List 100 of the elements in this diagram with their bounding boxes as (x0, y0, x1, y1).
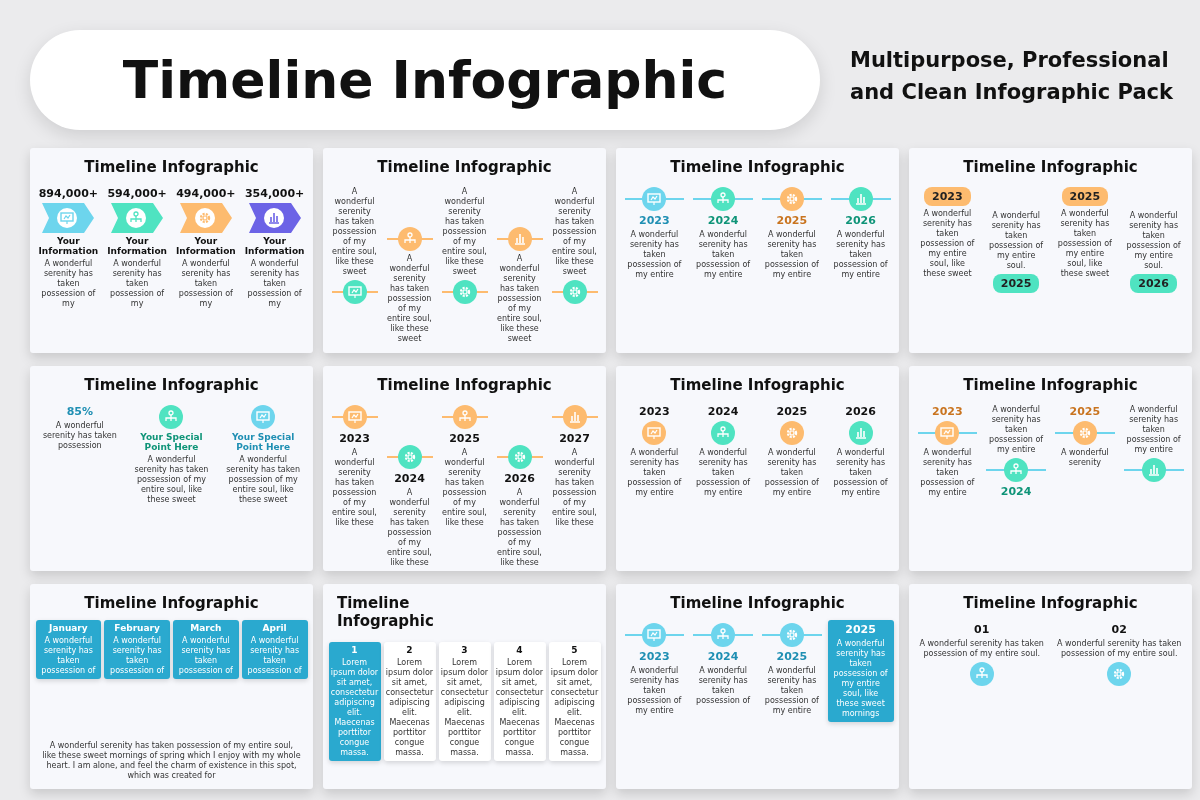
month-label: January (49, 623, 88, 633)
year-label: 2025 (845, 623, 876, 636)
year-label: 2024 (707, 214, 739, 227)
item-text: A wonderful serenity has taken possession (41, 421, 118, 451)
item-text: A wonderful serenity has taken possession of my entire soul. (1056, 639, 1183, 659)
year-label: 2023 (339, 432, 370, 445)
item-text: A wonderful serenity has taken possession of my entire soul. (918, 639, 1045, 659)
item-text: A wonderful serenity has taken possession of my entire (626, 666, 683, 716)
year-label: 2025 (449, 432, 480, 445)
item-text: A wonderful serenity has taken possession of my entire (763, 230, 820, 280)
slide-title: Timeline Infographic (669, 376, 846, 394)
point-heading: Your Special Point Here (230, 432, 296, 452)
step-number: 3 (461, 645, 468, 655)
month-card (241, 620, 308, 679)
month-card (173, 620, 239, 679)
item-text: A wonderful serenity (1059, 448, 1110, 468)
item-text: A wonderful serenity has taken possession of my entire soul. (988, 211, 1045, 271)
month-card (35, 620, 102, 679)
figure-label: 594,000+ (107, 187, 167, 200)
item-text: A wonderful serenity has taken possession of (109, 636, 166, 676)
year-label: 2023 (639, 405, 670, 418)
step-card (548, 642, 601, 761)
month-label: February (114, 623, 160, 633)
year-label: 2023 (639, 650, 670, 663)
item-text: A wonderful serenity has taken possession of (246, 636, 303, 676)
year-label: 2025 (776, 650, 808, 663)
item-text: A wonderful serenity has taken possession of (40, 636, 97, 676)
slide-card (616, 148, 899, 353)
slide-card (909, 366, 1192, 571)
item-text: A wonderful serenity has taken possession of my entire soul, like these sweet (919, 209, 976, 279)
item-text: A wonderful serenity has taken possession of my entire soul, like these sweet (1056, 209, 1113, 279)
item-text: A wonderful serenity has taken possession of my entire soul, like these sweet (133, 455, 210, 505)
item-text: A wonderful serenity has taken possession of my (246, 259, 303, 309)
item-heading: Your Information (38, 236, 99, 256)
item-text: A wonderful serenity has taken possession of my entire (626, 448, 683, 498)
step-number: 4 (516, 645, 523, 655)
slide-title: Timeline Infographic (669, 594, 846, 612)
slide-title: Timeline Infographic (962, 594, 1139, 612)
year-label: 2027 (559, 432, 590, 445)
month-card (104, 620, 170, 679)
item-text: A wonderful serenity has taken possession of my entire soul, like these sweet (225, 455, 302, 505)
item-text: A wonderful serenity has taken possession of my entire (832, 448, 889, 498)
slide-title: Timeline Infographic (337, 594, 435, 630)
item-text: A wonderful serenity has taken possession of my (109, 259, 166, 309)
year-label: 2023 (639, 214, 670, 227)
item-text: A wonderful serenity has taken possession of my (40, 259, 97, 309)
item-text: A wonderful serenity has taken possession of my entire (832, 230, 889, 280)
year-label: 2024 (707, 405, 739, 418)
step-card (383, 642, 436, 761)
slide-card (30, 366, 313, 571)
slide-card (909, 584, 1192, 789)
item-text: A wonderful serenity has taken possession of my entire (919, 448, 976, 498)
year-label: 2024 (707, 650, 739, 663)
item-text: A wonderful serenity has taken possession of my entire soul, like these (441, 448, 488, 528)
step-card (493, 642, 546, 761)
figure-label: 894,000+ (38, 187, 99, 200)
item-text: Lorem ipsum dolor sit amet, consectetur adipiscing elit. Maecenas porttitor congue massa. (550, 658, 599, 758)
item-text: Lorem ipsum dolor sit amet, consectetur adipiscing elit. Maecenas porttitor congue massa. (330, 658, 379, 758)
step-number: 2 (406, 645, 413, 655)
item-text: A wonderful serenity has taken possession of my entire (1125, 405, 1182, 455)
item-text: Lorem ipsum dolor sit amet, consectetur adipiscing elit. Maecenas porttitor congue massa. (495, 658, 544, 758)
year-label: 2025 (776, 214, 808, 227)
year-label: 2025 (1061, 187, 1109, 206)
slide-title: Timeline Infographic (376, 158, 553, 176)
slide-card (323, 584, 606, 789)
item-text: Lorem ipsum dolor sit amet, consectetur adipiscing elit. Maecenas porttitor congue massa. (385, 658, 434, 758)
item-text: A wonderful serenity has taken possession of (177, 636, 234, 676)
slide-title: Timeline Infographic (962, 158, 1139, 176)
step-card (328, 642, 381, 761)
item-text: Lorem ipsum dolor sit amet, consectetur adipiscing elit. Maecenas porttitor congue massa. (440, 658, 489, 758)
title-text: Timeline Infographic (122, 50, 728, 110)
figure-label: 354,000+ (244, 187, 305, 200)
item-text: A wonderful serenity has taken possession of my entire (626, 230, 683, 280)
year-label: 2026 (845, 405, 876, 418)
step-number: 5 (571, 645, 578, 655)
point-heading: Your Special Point Here (139, 432, 204, 452)
year-label: 2026 (845, 214, 876, 227)
month-label: March (190, 623, 222, 633)
item-text: A wonderful serenity has taken possession of my entire (763, 448, 820, 498)
percent-label: 85% (66, 405, 93, 418)
item-text: A wonderful serenity has taken possession of my entire soul, like these sweet (441, 187, 488, 277)
paragraph-text: A wonderful serenity has taken possession of my entire soul, like these sweet mornings of spring which I enjoy with my whole heart. I am alone, and feel the charm of existence in this spot, which was created for (42, 741, 301, 781)
slide-title: Timeline Infographic (962, 376, 1139, 394)
year-label: 2024 (394, 472, 425, 485)
item-text: A wonderful serenity has taken possession of my entire (763, 666, 820, 716)
slide-title: Timeline Infographic (83, 594, 260, 612)
item-text: A wonderful serenity has taken possession of my entire soul, like these sweet (551, 187, 598, 277)
subtitle-text: Multipurpose, Professional and Clean Infographic Pack (850, 47, 1174, 106)
item-text: A wonderful serenity has taken possession of my entire soul, like these sweet (331, 187, 378, 277)
item-text: A wonderful serenity has taken possession of my entire (695, 448, 752, 498)
slide-card (616, 366, 899, 571)
item-text: A wonderful serenity has taken possession of my entire soul, like these sweet mornings (832, 639, 889, 719)
year-label: 2024 (1000, 485, 1032, 498)
year-label: 2025 (776, 405, 808, 418)
item-text: A wonderful serenity has taken possession of my entire (695, 230, 752, 280)
slide-card (616, 584, 899, 789)
slide-title: Timeline Infographic (83, 158, 260, 176)
item-text: A wonderful serenity has taken possession of (695, 666, 752, 706)
slide-title: Timeline Infographic (83, 376, 260, 394)
slide-card (30, 148, 313, 353)
